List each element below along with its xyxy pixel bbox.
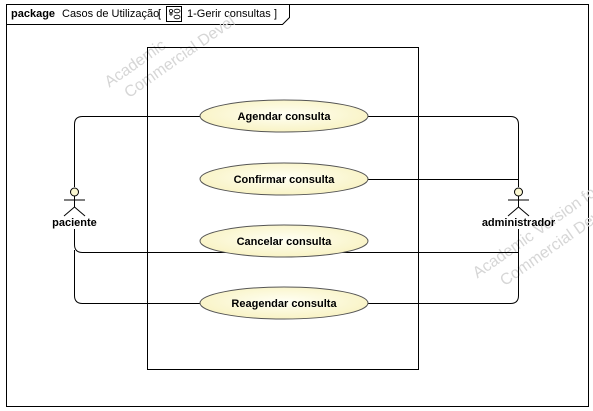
- assoc-paciente-agendar: [74, 116, 202, 187]
- use-case-agendar-label: Agendar consulta: [238, 111, 332, 123]
- use-case-diagram-icon: [166, 6, 182, 22]
- use-case-agendar[interactable]: Agendar consulta: [199, 99, 369, 133]
- use-case-reagendar-label: Reagendar consulta: [231, 298, 337, 310]
- system-boundary: [147, 47, 419, 370]
- frame-keyword: package: [11, 8, 55, 20]
- assoc-admin-agendar: [368, 116, 519, 187]
- assoc-paciente-reagendar: [74, 250, 202, 304]
- actor-paciente[interactable]: paciente: [52, 187, 97, 229]
- assoc-admin-confirmar: [368, 179, 519, 187]
- actor-administrador-icon: [507, 187, 530, 217]
- actor-administrador[interactable]: administrador: [482, 187, 556, 229]
- use-case-cancelar-label: Cancelar consulta: [237, 236, 333, 248]
- actor-paciente-label: paciente: [52, 217, 97, 229]
- use-case-confirmar-label: Confirmar consulta: [234, 174, 336, 186]
- actor-administrador-label: administrador: [482, 217, 556, 229]
- frame-header-tab: [6, 4, 290, 25]
- package-frame: [6, 4, 589, 407]
- assoc-paciente-cancelar: [74, 229, 519, 253]
- use-case-cancelar[interactable]: Cancelar consulta: [199, 224, 369, 258]
- frame-diagram-ref: 1-Gerir consultas: [187, 8, 271, 20]
- associations-administrador: [368, 116, 519, 304]
- frame-bracket-open: [: [158, 8, 161, 20]
- frame-name: Casos de Utilização: [62, 8, 159, 20]
- actor-paciente-icon: [63, 187, 86, 217]
- associations-paciente: [74, 116, 519, 304]
- frame-bracket-close: ]: [274, 8, 277, 20]
- use-case-reagendar[interactable]: Reagendar consulta: [199, 286, 369, 320]
- use-case-confirmar[interactable]: Confirmar consulta: [199, 162, 369, 196]
- assoc-admin-reagendar: [368, 229, 519, 304]
